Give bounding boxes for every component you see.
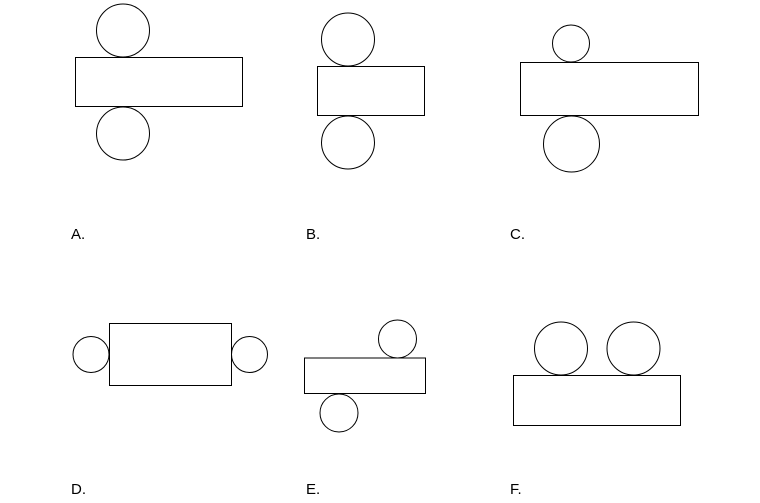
option-e-net xyxy=(304,319,426,433)
bottom-circle xyxy=(321,115,375,170)
left-circle xyxy=(72,336,110,373)
rectangle xyxy=(520,62,699,116)
rectangle xyxy=(317,66,425,116)
left-circle xyxy=(534,321,588,376)
option-f-net xyxy=(513,321,681,426)
right-circle xyxy=(606,321,661,376)
top-small-circle xyxy=(552,24,590,63)
option-e-label: E. xyxy=(306,481,321,498)
top-circle xyxy=(321,12,375,67)
option-d-net xyxy=(72,323,268,386)
rectangle xyxy=(75,57,243,107)
option-b-net xyxy=(317,12,425,170)
rectangle xyxy=(513,375,681,426)
option-c-label: C. xyxy=(510,226,525,243)
option-a-label: A. xyxy=(71,226,86,243)
option-c-net xyxy=(520,24,699,173)
right-circle xyxy=(231,336,268,373)
top-circle xyxy=(378,319,417,359)
bottom-circle xyxy=(319,393,359,433)
option-a-net xyxy=(75,3,243,161)
option-f-label: F. xyxy=(510,481,522,498)
rectangle xyxy=(304,357,426,394)
rectangle xyxy=(109,323,232,386)
option-d-label: D. xyxy=(71,481,86,498)
top-circle xyxy=(96,3,150,58)
option-b-label: B. xyxy=(306,226,321,243)
bottom-circle xyxy=(543,115,600,173)
bottom-circle xyxy=(96,106,150,161)
